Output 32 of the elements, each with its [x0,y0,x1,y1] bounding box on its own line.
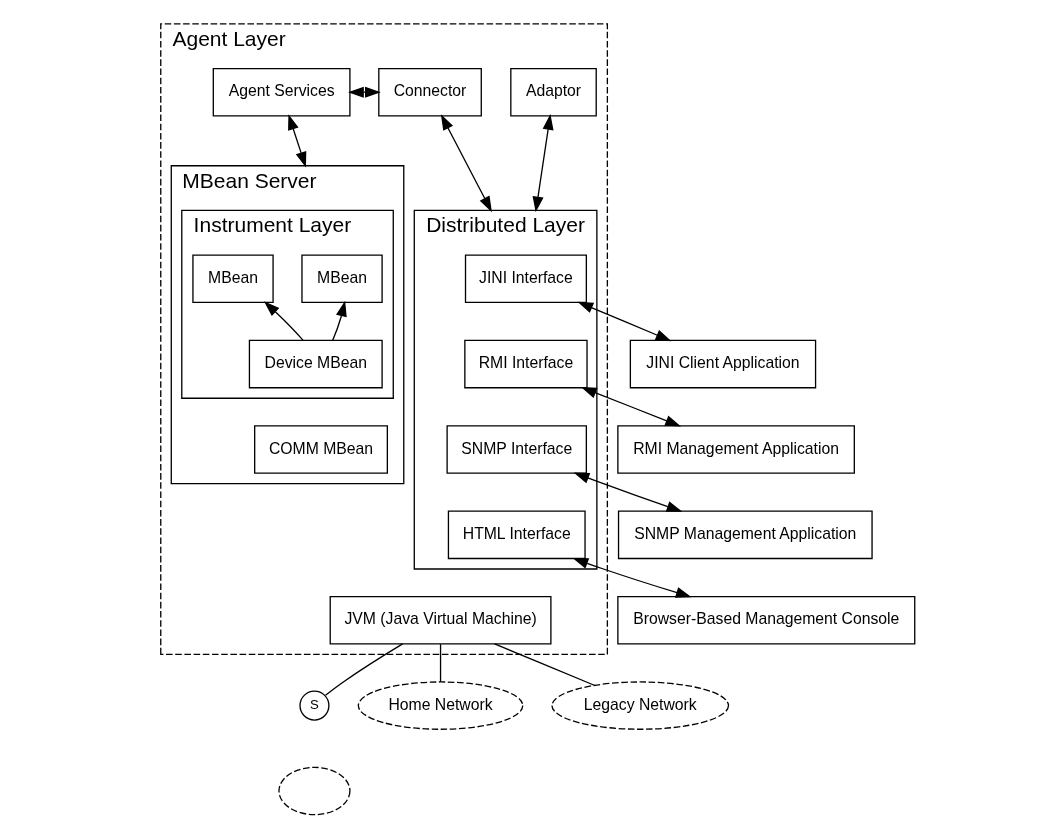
connector [493,643,595,686]
node-box: RMI Interface [463,339,588,389]
arrow [572,557,692,598]
node-cloud [277,766,351,816]
arrow [331,300,347,341]
node-circle: S [298,690,330,721]
node-box: MBean [300,254,383,303]
node-box: Agent Services [212,67,351,117]
node-box: Browser-Based Management Console [616,595,915,645]
node-box: COMM MBean [253,425,388,474]
node-box: Connector [377,67,482,117]
connector [439,643,441,683]
node-box: Adaptor [509,67,597,117]
node-box: RMI Management Application [616,425,855,474]
arrow [573,472,682,512]
arrow [576,301,671,342]
node-box: JINI Client Application [629,339,816,389]
node-box: JINI Interface [464,254,587,303]
node-box: SNMP Management Application [617,510,873,560]
arrow [287,114,306,168]
node-box: HTML Interface [447,510,586,560]
arrow [347,86,381,98]
arrow [263,301,304,341]
arrow [532,114,554,213]
arrow [440,114,492,213]
node-box: MBean [191,254,274,303]
node-ellipse: Home Network [357,681,523,730]
node-box: Device MBean [248,339,383,389]
node-ellipse: Legacy Network [550,681,729,730]
arrow [580,387,681,427]
node-box: JVM (Java Virtual Machine) [329,595,552,645]
node-box: SNMP Interface [445,425,587,474]
